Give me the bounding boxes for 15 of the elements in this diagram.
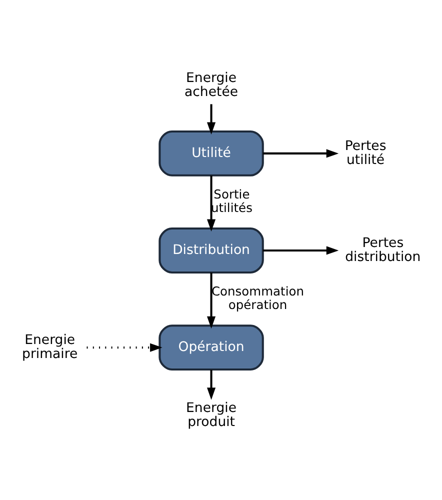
node-box: Distribution [158,227,264,273]
arrow [206,175,216,232]
node-box: Utilité [158,130,264,176]
arrow [262,148,338,158]
node-text: Energie primaire [22,332,78,362]
arrow [262,246,338,254]
arrow [206,369,216,400]
node-box: Opération [158,324,264,370]
arrow [206,104,216,134]
node-text: Pertes utilité [344,138,386,168]
node-text: Energie produit [186,400,236,430]
node-text: Pertes distribution [344,235,420,265]
arrow [206,272,216,328]
node-text: Energie achetée [184,70,238,100]
arrow [86,342,162,352]
